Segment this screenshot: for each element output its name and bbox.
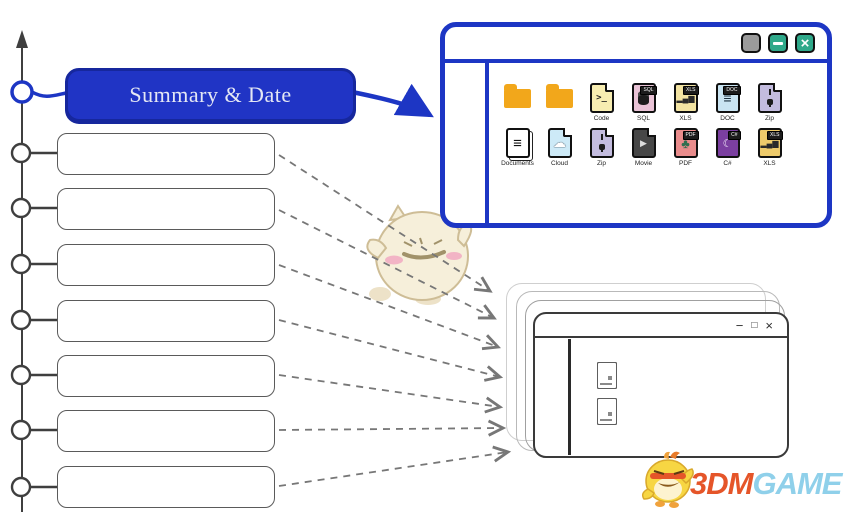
movie-file-icon: [631, 128, 656, 158]
file-icon-row-1: Code SQL SQL XLS XLS DOC: [501, 83, 823, 123]
file-badge: DOC: [723, 86, 741, 95]
xls-file-icon: XLS: [757, 128, 783, 158]
file-item-xls[interactable]: XLS XLS: [753, 128, 786, 168]
file-label: C#: [723, 160, 732, 167]
brand-game: GAME: [752, 466, 842, 501]
timeline-entry-box-1[interactable]: [57, 133, 275, 175]
file-label: Zip: [596, 160, 607, 167]
document-window-stack: − □ ×: [500, 283, 800, 465]
timeline-entry-box-4[interactable]: [57, 300, 275, 342]
dashed-arrows: [278, 154, 512, 487]
zip-file-icon: [589, 128, 614, 158]
csharp-file-icon: C#: [715, 128, 741, 158]
maximize-icon[interactable]: □: [751, 319, 758, 331]
folder-icon: [546, 84, 573, 108]
watermark-logo: 3DMGAME: [640, 449, 842, 509]
file-window-content: Code SQL SQL XLS XLS DOC: [489, 63, 827, 223]
file-label: Zip: [764, 115, 775, 122]
file-label: Movie: [634, 160, 653, 167]
folder-item[interactable]: [543, 84, 576, 123]
timeline-entry-box-5[interactable]: [57, 355, 275, 397]
zip-file-icon: [757, 83, 782, 113]
code-file-icon: [589, 83, 614, 113]
file-item-pdf[interactable]: PDF PDF: [669, 128, 702, 168]
file-badge: C#: [728, 131, 741, 140]
folded-corner: [646, 128, 656, 137]
folder-item[interactable]: [501, 84, 534, 123]
timeline-entry-box-6[interactable]: [57, 410, 275, 452]
timeline-entry-box-2[interactable]: [57, 188, 275, 230]
folded-corner: [772, 83, 782, 92]
pdf-file-icon: PDF: [673, 128, 699, 158]
summary-date-box[interactable]: Summary & Date: [65, 68, 356, 122]
file-label: SQL: [636, 115, 650, 122]
file-label: Documents: [501, 160, 534, 167]
brand-3dm: 3DM: [690, 466, 753, 501]
file-item-xls[interactable]: XLS XLS: [669, 83, 702, 123]
file-label: Code: [593, 115, 610, 122]
timeline-entry-box-3[interactable]: [57, 244, 275, 286]
document-window-sidebar-divider: [568, 339, 571, 455]
timeline-node-summary: [10, 80, 34, 104]
file-manager-window: Code SQL SQL XLS XLS DOC: [440, 22, 832, 228]
file-badge: XLS: [767, 131, 783, 140]
file-badge: SQL: [640, 86, 657, 95]
file-label: XLS: [763, 160, 776, 167]
folded-corner: [604, 83, 614, 92]
file-window-sidebar: [445, 63, 489, 223]
close-icon[interactable]: [795, 33, 815, 53]
minimize-icon[interactable]: [768, 33, 788, 53]
file-badge: XLS: [683, 86, 699, 95]
file-item-doc[interactable]: DOC DOC: [711, 83, 744, 123]
file-item-movie[interactable]: Movie: [627, 128, 660, 168]
timeline-entry-box-7[interactable]: [57, 466, 275, 508]
timeline-nodes: [10, 142, 57, 498]
summary-date-label: Summary & Date: [129, 82, 292, 107]
file-label: DOC: [720, 115, 735, 122]
file-window-titlebar: [445, 27, 827, 63]
file-label: PDF: [679, 160, 692, 167]
file-item-sql[interactable]: SQL SQL: [627, 83, 660, 123]
file-item-documents[interactable]: Documents: [501, 128, 534, 168]
folded-corner: [562, 128, 572, 137]
doc-file-icon: DOC: [715, 83, 741, 113]
file-icon-row-2: Documents Cloud Zip: [501, 128, 823, 168]
close-icon[interactable]: ×: [765, 317, 773, 333]
3dm-chick-icon: [641, 451, 694, 508]
file-item-code[interactable]: Code: [585, 83, 618, 123]
document-thumbnail[interactable]: [597, 362, 617, 389]
document-window-titlebar: − □ ×: [535, 314, 787, 338]
xls-file-icon: XLS: [673, 83, 699, 113]
file-label: XLS: [679, 115, 692, 122]
file-badge: PDF: [682, 131, 699, 140]
summary-arrow: [351, 83, 434, 118]
folded-corner: [604, 128, 614, 137]
window-button-neutral[interactable]: [741, 33, 761, 53]
watermark-text: 3DMGAME: [690, 466, 842, 502]
document-thumbnail[interactable]: [597, 398, 617, 425]
folder-icon: [504, 84, 531, 108]
document-window: − □ ×: [533, 312, 789, 458]
cloud-file-icon: [547, 128, 572, 158]
file-label: Cloud: [551, 160, 568, 167]
file-item-zip[interactable]: Zip: [753, 83, 786, 123]
minimize-icon[interactable]: −: [735, 317, 744, 333]
mascot-chick-watermark: [366, 204, 473, 305]
file-item-zip[interactable]: Zip: [585, 128, 618, 168]
axis-arrowhead: [16, 30, 28, 48]
file-item-csharp[interactable]: C# C#: [711, 128, 744, 168]
documents-icon: [505, 128, 530, 158]
file-item-cloud[interactable]: Cloud: [543, 128, 576, 168]
sql-file-icon: SQL: [631, 83, 657, 113]
